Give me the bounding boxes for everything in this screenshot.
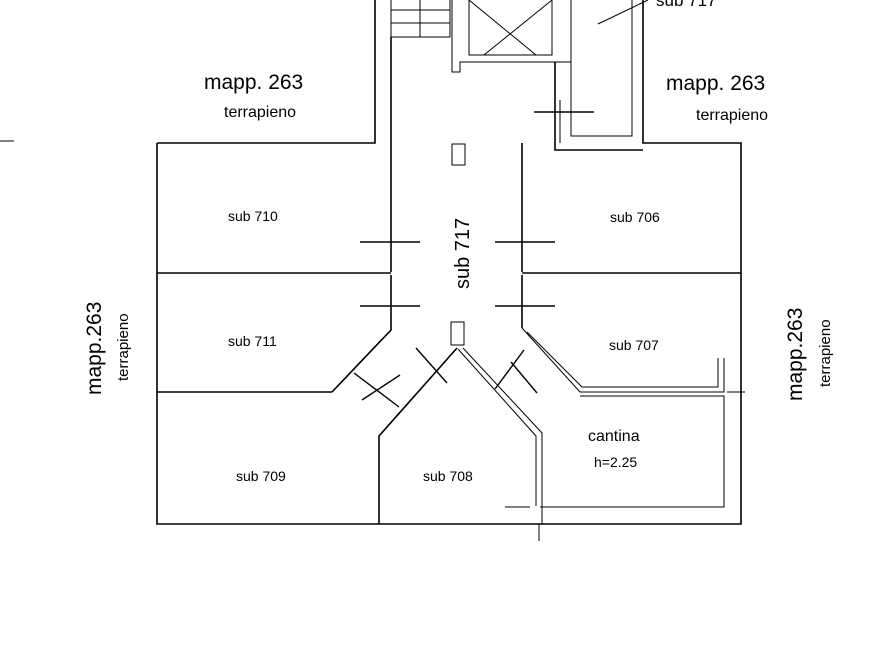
- label-corridor-sub-717: sub 717: [452, 218, 474, 289]
- room-dividers: [157, 272, 741, 393]
- label-sub-710: sub 710: [228, 208, 278, 224]
- label-mapp-right: mapp.263: [784, 308, 807, 401]
- pillars: [450, 143, 466, 346]
- label-sub-709: sub 709: [236, 468, 286, 484]
- outer-walls: [0, 0, 742, 525]
- upper-inner-walls: [390, 0, 649, 272]
- label-mapp-left: mapp.263: [83, 302, 106, 395]
- label-mapp-top-left: mapp. 263: [204, 71, 303, 94]
- staircase: [390, 0, 451, 38]
- cantina-walls: [457, 327, 745, 541]
- corridor-walls: [331, 143, 523, 524]
- label-sub-708: sub 708: [423, 468, 473, 484]
- label-mapp-top-right: mapp. 263: [666, 72, 765, 95]
- label-terrapieno-left: terrapieno: [115, 313, 132, 381]
- label-terrapieno-top-right: terrapieno: [696, 107, 768, 124]
- label-sub-717-top: sub 717: [656, 0, 717, 10]
- door-openings: [353, 100, 594, 408]
- label-sub-707: sub 707: [609, 337, 659, 353]
- label-terrapieno-right: terrapieno: [817, 319, 834, 387]
- labels: sub 717 mapp. 263 terrapieno mapp. 263 t…: [83, 0, 834, 484]
- label-terrapieno-top-left: terrapieno: [224, 104, 296, 121]
- label-sub-706: sub 706: [610, 209, 660, 225]
- lift-shaft: [451, 0, 572, 73]
- label-sub-711: sub 711: [228, 333, 277, 349]
- label-cantina: cantina: [588, 428, 640, 445]
- label-cantina-height: h=2.25: [594, 454, 637, 470]
